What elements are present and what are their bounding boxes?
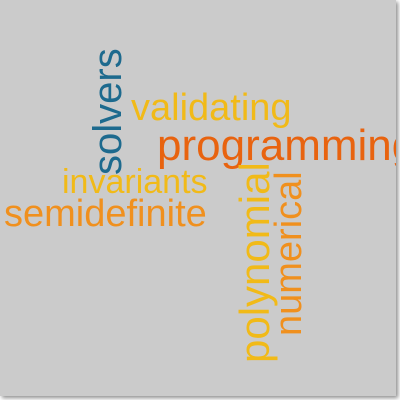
word-programming: programming bbox=[157, 121, 396, 170]
word-invariants: invariants bbox=[62, 163, 208, 201]
word-solvers: solvers bbox=[86, 48, 130, 175]
word-validating: validating bbox=[131, 87, 292, 129]
word-semidefinite: semidefinite bbox=[4, 193, 207, 235]
word-numerical: numerical bbox=[268, 171, 310, 336]
